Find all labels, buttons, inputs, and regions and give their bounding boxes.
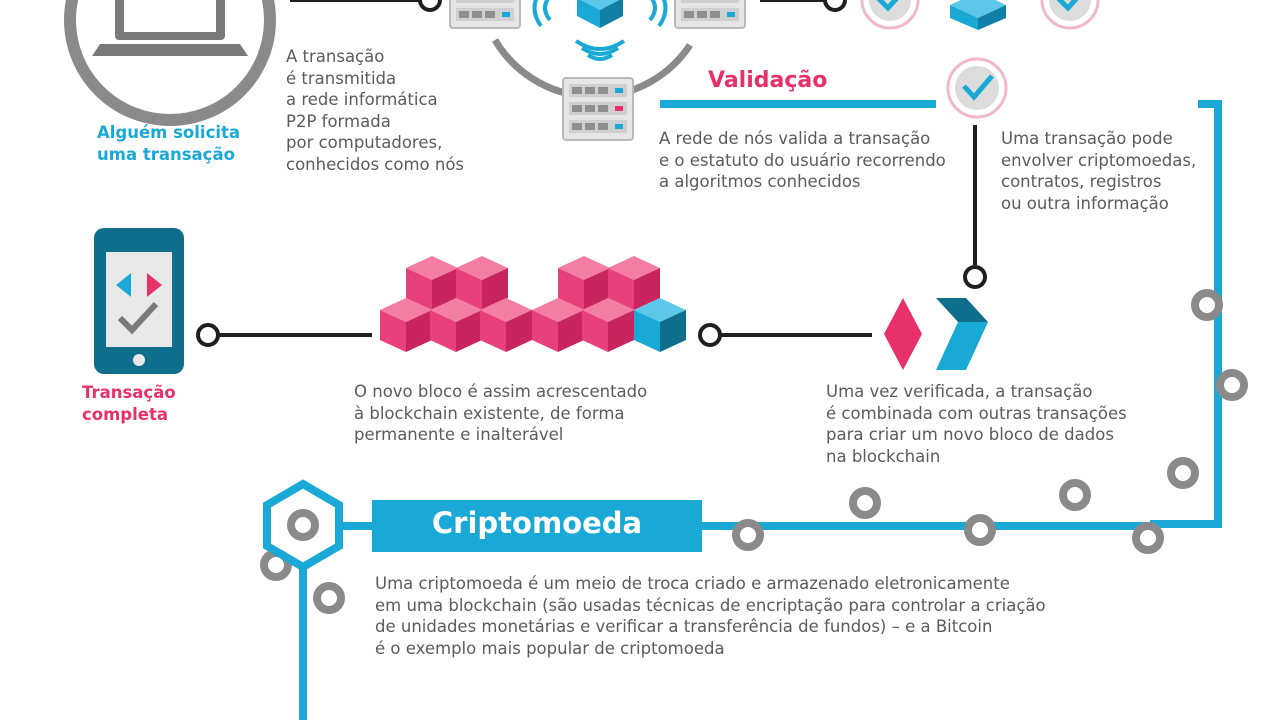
broadcast-text: A transação é transmitida a rede informá… <box>286 47 465 174</box>
server-icon <box>562 77 634 141</box>
criptomoeda-banner <box>372 500 702 552</box>
laptop-icon <box>64 0 276 126</box>
combine-text: Uma vez verificada, a transação é combin… <box>826 382 1127 466</box>
check-icon <box>860 0 920 30</box>
criptomoeda-title: Criptomoeda <box>431 506 643 540</box>
blockchain-cubes-icon <box>380 256 686 352</box>
chevron-pair-icon <box>884 298 988 370</box>
cube-icon <box>577 0 623 28</box>
new-block-text: O novo bloco é assim acrescentado à bloc… <box>354 382 648 444</box>
validation-title: Validação <box>708 68 828 93</box>
smartphone-icon <box>94 228 184 374</box>
complete-label: Transação completa <box>82 383 176 424</box>
connector-node <box>196 323 220 347</box>
request-label: Alguém solicita uma transação <box>97 123 241 164</box>
transaction-scope-text: Uma transação pode envolver criptomoedas… <box>1001 129 1197 213</box>
cube-icon <box>950 0 1006 30</box>
wifi-icon <box>532 0 668 61</box>
check-icon <box>1040 0 1100 30</box>
cryptocurrency-description: Uma criptomoeda é um meio de troca criad… <box>375 574 1046 658</box>
connector-node <box>823 0 847 12</box>
network-node-dots <box>260 289 1248 614</box>
server-icon <box>449 0 521 29</box>
validation-text: A rede de nós valida a transação e o est… <box>659 129 946 191</box>
connector-node <box>963 265 987 289</box>
check-icon <box>946 57 1008 119</box>
server-icon <box>674 0 746 29</box>
connector-node <box>418 0 442 12</box>
connector-node <box>698 323 722 347</box>
